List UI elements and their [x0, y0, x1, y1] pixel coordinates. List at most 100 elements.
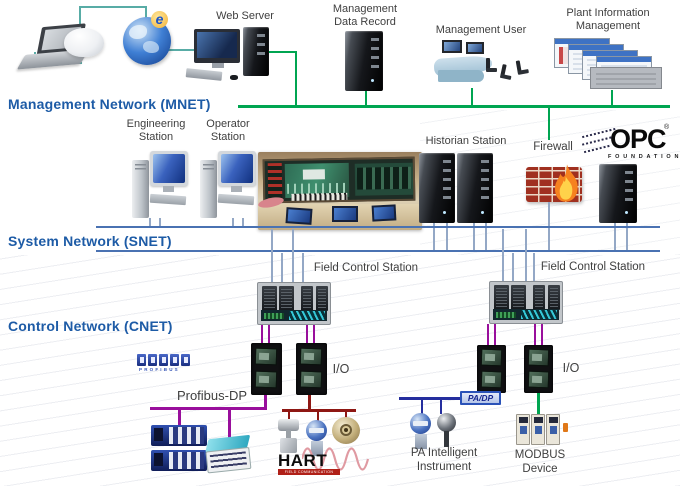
mnet-bus-line [238, 105, 670, 108]
link-gateway-icon [204, 434, 256, 478]
fcs-module [316, 286, 328, 311]
globe-landmass [129, 25, 147, 39]
mnet-label: Management Network (MNET) [8, 96, 211, 112]
opc-server-icon [599, 164, 637, 223]
fcs-riser [512, 253, 514, 281]
console-desk-front [438, 70, 484, 82]
module-connector [550, 426, 557, 434]
tile-glyph [161, 357, 166, 363]
chair [486, 58, 497, 74]
fcs-riser [271, 229, 273, 282]
hart-drop-from-io [308, 395, 311, 410]
module-connector [535, 426, 542, 434]
monitor [194, 29, 240, 63]
gateway-stripes [209, 451, 248, 470]
hart-device-drop [288, 411, 290, 421]
management-user-icon [433, 40, 530, 88]
module-stripes [550, 288, 558, 307]
module-stripes [264, 289, 275, 308]
historian-server-icon [457, 153, 493, 223]
firewall-uplink [548, 108, 551, 140]
pa-device-drop [421, 399, 423, 414]
snet-riser [473, 223, 475, 252]
module-stripes [318, 289, 326, 308]
operator-station-label: Operator Station [206, 118, 250, 143]
tile-glyph [139, 357, 144, 363]
chair-seat [499, 73, 512, 81]
io-chip [484, 375, 496, 384]
snet-bus-line-top [96, 226, 660, 229]
field-control-station-left-label: Field Control Station [313, 262, 419, 274]
cnet-dual-cable [534, 324, 543, 345]
fcs-module [301, 286, 313, 311]
profibus-dp-label: Profibus-DP [176, 388, 248, 403]
io-board [480, 348, 503, 367]
window-titlebar [597, 57, 651, 62]
pc-tower [200, 160, 217, 218]
transmitter-display [413, 421, 428, 426]
module-display [534, 417, 543, 423]
pa-bus-line [399, 397, 460, 400]
console-screen [285, 207, 313, 225]
transmitter-body [415, 434, 427, 449]
monitor-screen [153, 154, 185, 183]
status-display [154, 453, 163, 466]
transmitter-display [309, 428, 324, 433]
opc-wordmark: OPC [610, 124, 667, 154]
management-user-drop [471, 88, 474, 107]
cnet-dual-cable [306, 325, 315, 343]
module-display [549, 417, 558, 423]
chair [515, 59, 530, 77]
hart-device-drop [345, 411, 347, 420]
monitor-stand [231, 186, 242, 192]
snet-riser [159, 218, 161, 228]
hart-device-drop [317, 411, 319, 422]
slats [356, 166, 412, 190]
modbus-device-icon [516, 414, 568, 448]
io-chip [258, 375, 270, 384]
drive-slots [481, 160, 489, 199]
opc-foundation-logo: OPC ® FOUNDATION [581, 124, 678, 166]
remote-io-row [151, 450, 207, 471]
mouse [230, 75, 238, 80]
snet-bus-line-bottom [96, 250, 660, 253]
terminal-block [496, 311, 516, 318]
hart-tagline-strip: FIELD COMMUNICATION PROTOCOL [278, 469, 340, 475]
cnet-label: Control Network (CNET) [8, 318, 173, 334]
screen [373, 206, 395, 220]
monitor [150, 151, 188, 186]
fcs-riser [281, 253, 283, 282]
actuator [278, 419, 299, 431]
slat-row [354, 162, 414, 196]
io-slats [169, 452, 204, 469]
module-stripes [496, 288, 507, 307]
module-stripes [303, 289, 311, 308]
plant-information-management-icon [554, 36, 664, 90]
snet-riser [433, 223, 435, 252]
control-room-photo [258, 152, 422, 230]
window-titlebar [569, 45, 623, 50]
io-board [480, 370, 503, 389]
status-display [154, 428, 163, 441]
fcs-riser [292, 229, 294, 282]
meter-center [344, 428, 348, 432]
tower-vents [203, 164, 214, 172]
snet-riser [446, 223, 448, 252]
snet-riser [626, 223, 628, 252]
io-board [299, 370, 323, 389]
alarm-column [267, 162, 283, 200]
web-server-label: Web Server [216, 10, 274, 22]
fcs-module [511, 285, 526, 310]
modbus-module [546, 414, 560, 445]
lan-connector [168, 49, 198, 51]
globe-landmass [143, 41, 159, 53]
opc-swoosh-dots [583, 144, 611, 156]
profibus-tile [159, 354, 168, 366]
io-chip [303, 375, 315, 384]
modbus-side-tab [563, 423, 568, 432]
io-board [254, 347, 278, 366]
field-control-station-left-icon [257, 282, 331, 325]
remote-io-rack-icon [151, 425, 207, 473]
snet-riser [149, 218, 151, 228]
